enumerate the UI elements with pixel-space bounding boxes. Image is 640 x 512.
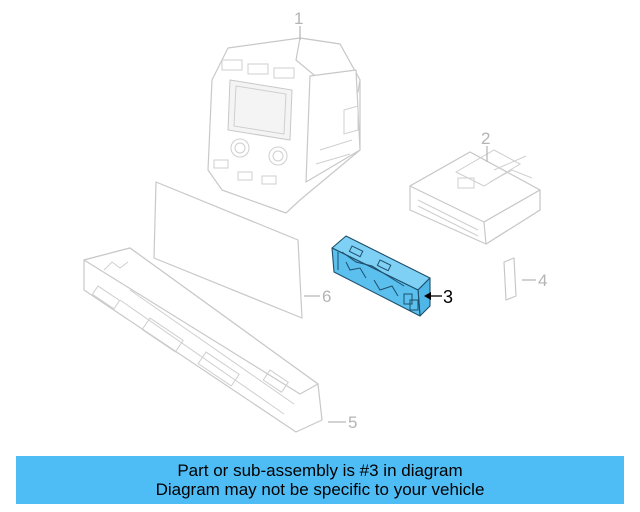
banner-line-2: Diagram may not be specific to your vehi… bbox=[155, 480, 485, 499]
callout-3-label: 3 bbox=[443, 287, 453, 307]
part-2-drive-unit: 2 bbox=[409, 129, 541, 245]
info-banner: Part or sub-assembly is #3 in diagram Di… bbox=[16, 456, 624, 504]
part-6-panel: 6 bbox=[153, 181, 331, 319]
part-3-module-highlighted: 3 bbox=[331, 235, 453, 317]
callout-2-label: 2 bbox=[481, 129, 490, 148]
callout-4-label: 4 bbox=[538, 271, 547, 290]
part-1-head-unit: 1 bbox=[207, 9, 361, 214]
callout-6-label: 6 bbox=[322, 287, 331, 306]
parts-diagram: 1 6 2 4 5 bbox=[83, 9, 547, 433]
part-4-clip: 4 bbox=[503, 257, 547, 301]
callout-5-label: 5 bbox=[348, 413, 357, 432]
callout-1-label: 1 bbox=[294, 9, 303, 28]
part-5-housing: 5 bbox=[83, 247, 357, 433]
banner-line-1: Part or sub-assembly is #3 in diagram bbox=[177, 461, 463, 480]
